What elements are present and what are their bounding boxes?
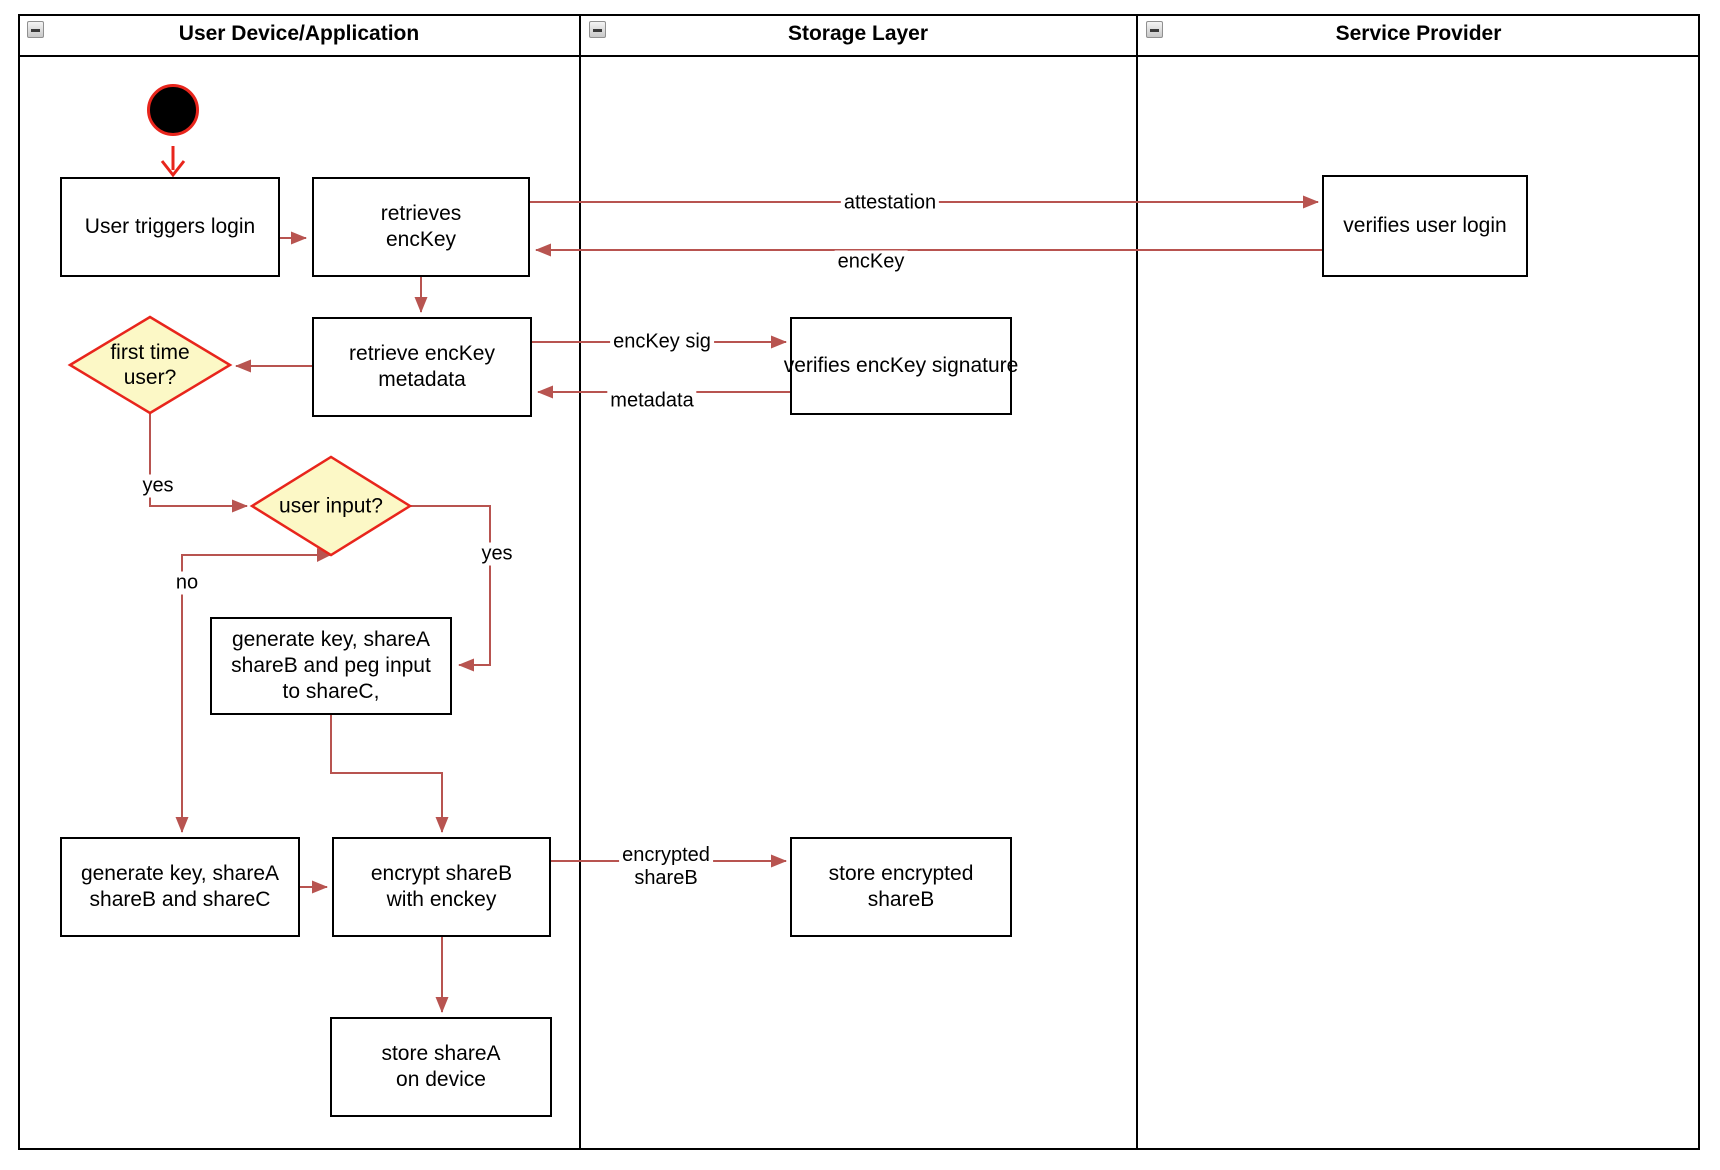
edge-label-encrypted-shareb: encrypted shareB xyxy=(619,844,713,890)
edge-label-attestation: attestation xyxy=(840,191,940,215)
edge-label-enckey-sig: encKey sig xyxy=(610,330,714,354)
diamond-user-input-label: user input? xyxy=(279,494,383,518)
edge-label-yes-user-input: yes xyxy=(478,542,516,566)
start-node[interactable] xyxy=(147,84,199,136)
diamond-first-time-user-label: first time user? xyxy=(110,341,190,389)
edge-label-enckey: encKey xyxy=(834,250,908,274)
lane-title-service-provider: Service Provider xyxy=(1335,22,1502,45)
node-user-triggers-login[interactable]: User triggers login xyxy=(60,177,280,277)
node-generate-key-shares[interactable]: generate key, shareA shareB and shareC xyxy=(60,837,300,937)
collapse-lane-icon[interactable] xyxy=(1146,21,1163,38)
node-encrypt-shareb[interactable]: encrypt shareB with enckey xyxy=(332,837,551,937)
lane-title-user-device: User Device/Application xyxy=(178,22,420,45)
node-generate-key-peg-input[interactable]: generate key, shareA shareB and peg inpu… xyxy=(210,617,452,715)
edge-label-metadata: metadata xyxy=(607,389,697,413)
node-store-encrypted-shareb[interactable]: store encrypted shareB xyxy=(790,837,1012,937)
edge-label-yes-first-time: yes xyxy=(139,474,177,498)
node-retrieve-enckey-metadata[interactable]: retrieve encKey metadata xyxy=(312,317,532,417)
edge-label-no-user-input: no xyxy=(172,571,202,595)
swimlane-pool xyxy=(18,14,1700,1150)
lane-header-separator xyxy=(18,55,1700,57)
node-retrieves-enckey[interactable]: retrieves encKey xyxy=(312,177,530,277)
node-store-sharea-on-device[interactable]: store shareA on device xyxy=(330,1017,552,1117)
node-verifies-user-login[interactable]: verifies user login xyxy=(1322,175,1528,277)
lane-separator-1 xyxy=(579,14,581,1150)
lane-separator-2 xyxy=(1136,14,1138,1150)
collapse-lane-icon[interactable] xyxy=(589,21,606,38)
node-verifies-enckey-signature[interactable]: verifies encKey signature xyxy=(784,317,1018,415)
collapse-lane-icon[interactable] xyxy=(27,21,44,38)
lane-title-storage-layer: Storage Layer xyxy=(787,22,929,45)
